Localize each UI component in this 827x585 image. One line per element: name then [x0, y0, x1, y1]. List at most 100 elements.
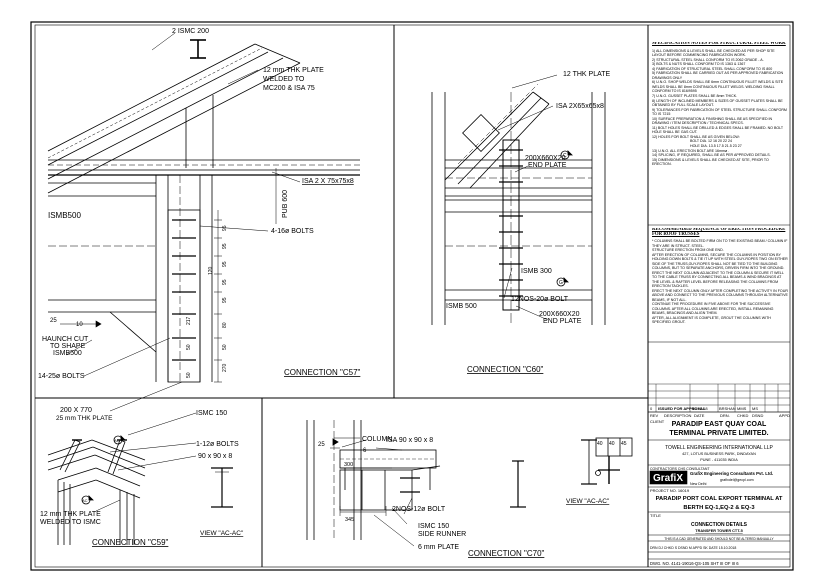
c70-label-column: COLUMN [362, 436, 392, 443]
c70-view-dim-2: 40 [609, 441, 615, 447]
rev-header-date: DATE [694, 413, 705, 418]
c59-label-plate12a: 12 mm THK PLATE [40, 511, 101, 518]
spec-note-9: 9) TOLERANCES FOR FABRICATION OF STEEL S… [652, 107, 787, 117]
c59-label-angle: 90 x 90 x 8 [198, 453, 232, 460]
c59-text: ISMC 150 1-12ø BOLTS 90 x 90 x 8 12 mm T… [40, 410, 244, 547]
connection-c70 [306, 420, 633, 547]
title-line1: CONNECTION DETAILS [691, 522, 748, 528]
beam-ismb500-c57 [48, 182, 157, 353]
c57-dim-6: 120 [208, 266, 214, 275]
connection-c60 [431, 74, 606, 325]
c57-label-haunch3: ISMB500 [53, 350, 82, 357]
c57-text: 2 ISMC 200 12 mm THK PLATE WELDED TO MC2… [38, 28, 361, 422]
c70-sec6: 6 [363, 448, 367, 454]
spec-note-3: 3) BOLTS & NUTS SHALL CONFORM TO IS 1363… [652, 62, 746, 67]
c57-sec10: 10 [76, 322, 83, 328]
column-c60 [431, 92, 606, 325]
c70-label-plate6: 6 mm PLATE [418, 544, 459, 551]
c59-label-ismc150: ISMC 150 [196, 410, 227, 417]
rev-header-dsnd: DSND [752, 413, 763, 418]
c70-label-bolt: 2NOS-12ø BOLT [392, 506, 446, 513]
column-c70 [306, 420, 362, 540]
consultant-name: GrafiX Engineering Consultants Pvt. Ltd. [690, 471, 773, 476]
project-label: PROJECT NO. 16019 [650, 488, 690, 493]
c57-dim-7: 217 [186, 316, 192, 325]
revision-table [648, 383, 790, 413]
c57-section-marker [60, 320, 102, 328]
title-line2: TRANSFER TOWER CTT-5 [695, 529, 742, 533]
c57-label-bolts25: 14-25ø BOLTS [38, 373, 85, 380]
spec-note-11: 11) BOLT HOLES SHALL BE DRILLED & EDGES … [652, 125, 784, 135]
revision-chkd: MMS [737, 406, 747, 411]
contractor-addr1: 427, LOTUS BUSINESS PARK, DINDAYAN [682, 452, 756, 456]
c57-label-isa: ISA 2 X 75x75x8 [302, 178, 354, 185]
c57-dim-10: 50 [222, 344, 228, 350]
spec-note-4: 4) FABRICATION OF STRUCTURAL STEEL SHALL… [652, 66, 773, 71]
spec-note-8: 8) LENGTH OF INCLINED MEMBERS & SIZES OF… [652, 98, 783, 108]
project-line2: BERTH EQ-1,EQ-2 & EQ-3 [683, 505, 755, 511]
c59-label-bolts12: 1-12ø BOLTS [196, 441, 239, 448]
revision-no: 0 [650, 406, 653, 411]
erection-note-5: ERECT THE NEXT COLUMN ONLY AFTER COMPLET… [652, 288, 788, 302]
spec-note-10: 10) SURFACE PREPARATION & FINISHING SHAL… [652, 116, 773, 126]
erection-notes: RECOMMENDED SEQUENCE OF ERECTION PROCEDU… [652, 228, 788, 340]
erection-note-2: STRUCTURE ERECTION FROM ONE END. [652, 248, 724, 252]
chords-c59 [47, 439, 146, 545]
c57-label-plate200a: 200 X 770 [60, 407, 92, 414]
ip-note: THIS IS A CAD GENERATED AND SHOULD NOT B… [664, 537, 774, 541]
spec-note-6: 6) U.N.O. SHOP WELDS SHALL BE 6mm CONTIN… [652, 80, 784, 94]
c60-sec-c: C [563, 153, 567, 159]
c57-label-ismc200: 2 ISMC 200 [172, 28, 209, 35]
revision-date: 10.10.18 [692, 406, 708, 411]
dimension-line-c57 [214, 210, 222, 383]
c57-dim-1: 95 [222, 225, 228, 231]
c70-dim-345: 345 [345, 517, 354, 523]
project-line1: PARADIP PORT COAL EXPORT TERMINAL AT [656, 496, 783, 502]
c60-label-plate12: 12 THK PLATE [563, 71, 611, 78]
c60-label-ismb300: ISMB 300 [521, 268, 552, 275]
consultant-email: grafixdel@gecpl.com [720, 478, 754, 482]
spec-note-13: 13) U.N.O. ALL ERECTION BOLT ARE 16mmø . [652, 148, 730, 153]
rev-header-desc: DESCRIPTION [664, 413, 691, 418]
leaders-c60 [497, 74, 558, 321]
grafix-logo-box [649, 470, 688, 485]
client-line1: PARADIP EAST QUAY COAL [672, 421, 767, 428]
side-runner-c70 [339, 465, 441, 511]
c70-view-dim-3: 45 [621, 441, 627, 447]
inner-border [34, 24, 791, 568]
c70-text: COLUMN 6 25 ISA 90 x 90 x 8 300 345 2NOS… [318, 436, 627, 558]
client-line2: TERMINAL PRIVATE LIMITED. [669, 430, 768, 437]
c70-label-ismc150a: ISMC 150 [418, 523, 449, 530]
isa-c57 [48, 159, 360, 176]
erection-note-6: CONTINUE THE PROCEDURE IN FIVE ABOVE FOR… [652, 302, 774, 315]
c57-dim-11: 270 [222, 363, 228, 372]
c57-label-bolts16: 4-16ø BOLTS [271, 228, 314, 235]
c57-dim-12: 50 [186, 372, 192, 378]
contractor-addr2: PUNE - 411035 INDIA [700, 458, 738, 462]
c70-section-arrow [332, 438, 339, 446]
c57-dim-5: 95 [222, 297, 228, 303]
connection-c57 [47, 32, 360, 412]
c59-view: VIEW "AC-AC" [200, 530, 244, 537]
spec-note-1: 1) ALL DIMENSIONS & LEVELS SHALL BE CHEC… [652, 48, 775, 58]
revision-dsnd: MS [752, 406, 758, 411]
c57-label-ismb: ISMB500 [48, 211, 81, 220]
c60-label-endplate1a: 200X660X20 [525, 155, 566, 162]
c59-label-plate12b: WELDED TO ISMC [40, 519, 101, 526]
erection-note-7: AFTER, ALL ALIGNMENT IS COMPLETE, GROUT … [652, 315, 771, 325]
isa-c60 [462, 114, 500, 152]
spec-note-14: 14) SPLICING, IF REQUIRED, SHALL BE AS P… [652, 153, 771, 158]
c60-label-endplate1b: END PLATE [528, 162, 567, 169]
c59-caption: CONNECTION "C59" [92, 538, 169, 547]
spec-note-15: 15) DIMENSIONS & LEVELS SHALL BE CHECKED… [652, 157, 769, 167]
title-label: TITLE [650, 513, 661, 518]
view-ac-ac-c70 [510, 437, 633, 508]
contractor-name: TOWELL ENGINEERING INTERNATIONAL LLP [665, 445, 773, 451]
title-block [648, 224, 790, 560]
revision-drn: BRSHAN [719, 406, 736, 411]
c57-label-plate12b: WELDED TO [263, 76, 305, 83]
spec-note-7: 7) U.N.O. GUSSET PLATES SHALL BE 8mm THI… [652, 94, 738, 99]
c60-label-isa: ISA 2X65x65x8 [556, 103, 604, 110]
c57-label-haunch1: HAUNCH CUT [42, 336, 89, 343]
rev-header-chkd: CHKD [737, 413, 748, 418]
